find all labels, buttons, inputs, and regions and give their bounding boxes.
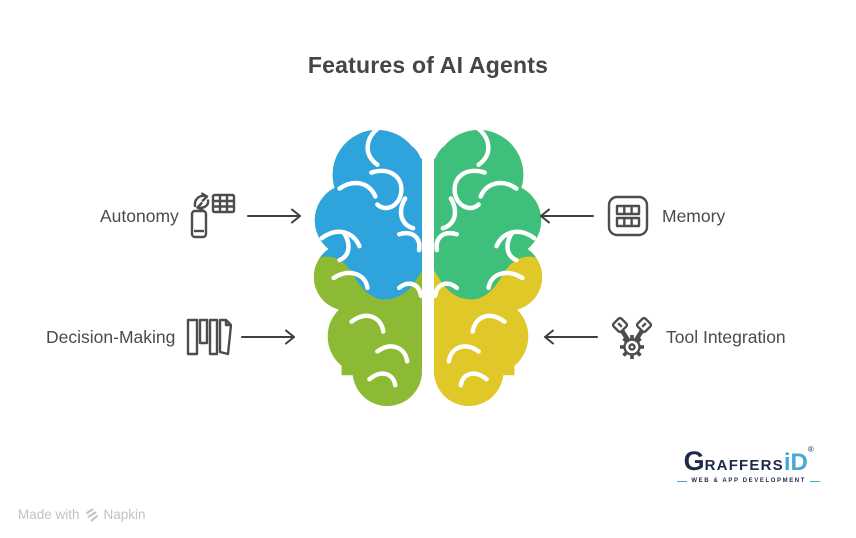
logo-letter-g: G — [683, 446, 705, 476]
feature-memory: Memory — [538, 190, 725, 242]
feature-decision-making: Decision-Making — [46, 311, 297, 363]
feature-autonomy-label: Autonomy — [100, 205, 179, 226]
napkin-icon — [85, 508, 98, 521]
logo-raffers: RAFFERS — [704, 457, 784, 474]
tagline-text: WEB & APP DEVELOPMENT — [691, 478, 806, 484]
napkin-text: Napkin — [103, 507, 146, 522]
made-with-napkin-link[interactable]: Made with Napkin — [18, 507, 146, 522]
graffersid-logo: GRAFFERSiD® WEB & APP DEVELOPMENT — [677, 445, 820, 484]
feature-decision-making-label: Decision-Making — [46, 326, 176, 347]
pistons-gear-icon — [609, 314, 655, 360]
brain-right-hemisphere — [433, 129, 543, 407]
tagline-dash-left — [677, 480, 688, 482]
arrow-memory — [538, 208, 594, 224]
arrow-autonomy — [246, 208, 303, 224]
logo-id: iD — [783, 449, 808, 476]
feature-tool-integration: Tool Integration — [542, 311, 786, 363]
device-sync-table-icon — [188, 191, 238, 241]
page-title: Features of AI Agents — [307, 52, 549, 78]
feature-autonomy: Autonomy — [100, 188, 303, 244]
brain-left-hemisphere — [313, 129, 423, 407]
feature-memory-label: Memory — [662, 205, 726, 226]
registered-mark: ® — [807, 445, 814, 454]
tagline-dash-right — [810, 480, 820, 482]
books-shelf-icon — [184, 315, 233, 359]
made-with-text: Made with — [18, 507, 80, 522]
feature-tool-integration-label: Tool Integration — [666, 326, 786, 347]
brain-quadrant-top-right — [433, 129, 543, 300]
brain-illustration — [313, 129, 543, 407]
arrow-decision-making — [241, 329, 297, 345]
logo-tagline: WEB & APP DEVELOPMENT — [677, 478, 820, 484]
arrow-tool-integration — [542, 329, 598, 345]
brain-quadrant-top-left — [313, 129, 423, 300]
memory-chip-icon — [605, 193, 651, 239]
